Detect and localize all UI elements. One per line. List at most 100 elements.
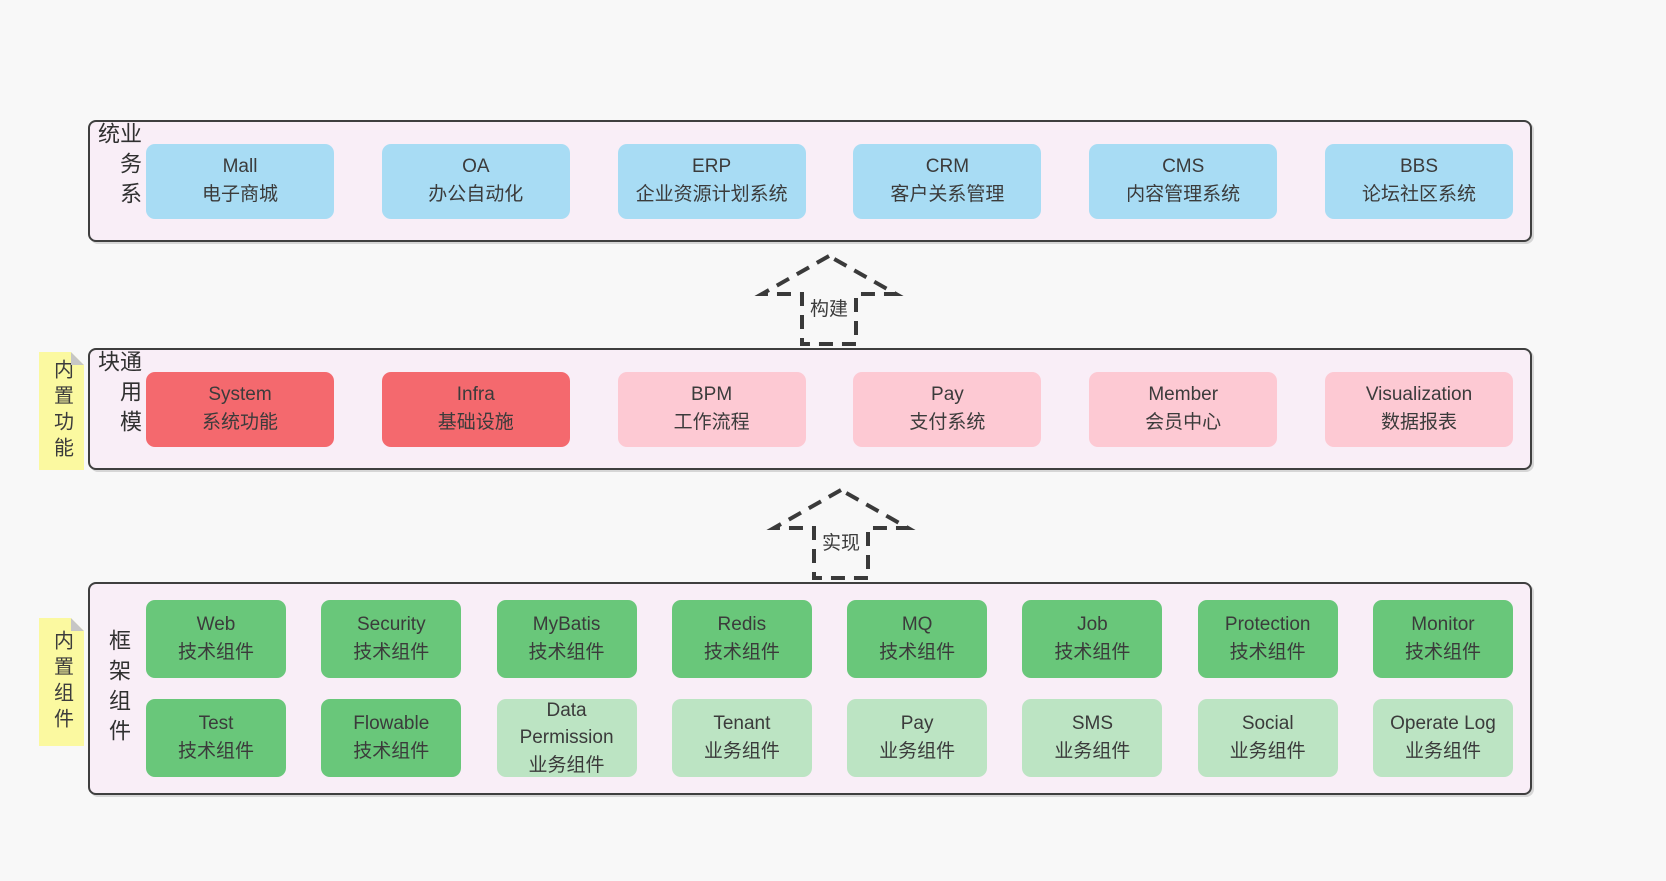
box-title: SMS [1071, 713, 1113, 735]
box-subtitle: 办公自动化 [428, 184, 524, 205]
box-title: BPM [691, 384, 733, 406]
module-row: Test 技术组件 Flowable 技术组件 Data Permission 业务组件 T… [146, 699, 1513, 777]
box-title: MyBatis [532, 614, 601, 636]
box-title: Web [196, 614, 236, 636]
dashed-up-arrow-icon [766, 487, 916, 580]
box-title: Flowable [353, 713, 430, 735]
box-member: Member 会员中心 [1089, 371, 1278, 447]
box-flowable: Flowable 技术组件 [321, 699, 462, 777]
box-title: Data Permission [519, 699, 614, 749]
box-system: System 系统功能 [146, 371, 334, 447]
box-subtitle: 工作流程 [673, 412, 750, 433]
box-pay: Pay 业务组件 [847, 699, 988, 777]
box-mybatis: MyBatis 技术组件 [496, 600, 637, 678]
box-subtitle: 业务组件 [528, 754, 605, 776]
box-title: Test [198, 713, 234, 735]
box-title: System [208, 384, 272, 406]
arrow-implement-label: 实现 [818, 528, 864, 555]
box-subtitle: 业务组件 [879, 741, 956, 762]
box-subtitle: 系统功能 [201, 412, 278, 433]
box-subtitle: 业务组件 [1054, 741, 1131, 762]
box-cms: CMS 内容管理系统 [1089, 143, 1278, 219]
box-test: Test 技术组件 [146, 699, 286, 777]
box-subtitle: 论坛社区系统 [1361, 184, 1476, 205]
box-subtitle: 技术组件 [703, 642, 780, 663]
box-subtitle: 数据报表 [1380, 412, 1457, 433]
layer-label-column: 框架组件 [90, 584, 146, 793]
box-title: BBS [1399, 156, 1438, 178]
box-subtitle: 内容管理系统 [1126, 184, 1241, 205]
arrow-implement: 实现 [766, 486, 916, 582]
arrow-build-label: 构建 [806, 294, 852, 321]
note-built-in-components: 内置组件 [39, 618, 84, 746]
box-subtitle: 技术组件 [1054, 642, 1131, 663]
box-subtitle: 基础设施 [437, 412, 514, 433]
box-subtitle: 业务组件 [703, 741, 780, 762]
layer-business-label: 业务系统 [95, 122, 142, 212]
box-operate-log: Operate Log 业务组件 [1372, 699, 1513, 777]
note-fold-corner-icon [71, 352, 84, 365]
box-subtitle: 业务组件 [1404, 741, 1481, 762]
box-title: OA [462, 156, 490, 178]
box-security: Security 技术组件 [321, 600, 462, 678]
dashed-up-arrow-icon [754, 253, 904, 346]
box-subtitle: 技术组件 [353, 642, 430, 663]
box-redis: Redis 技术组件 [671, 600, 812, 678]
box-title: CMS [1162, 156, 1205, 178]
box-title: MQ [901, 614, 933, 636]
box-mq: MQ 技术组件 [847, 600, 988, 678]
box-title: Infra [456, 384, 495, 406]
box-title: Operate Log [1390, 713, 1496, 735]
box-title: Security [356, 614, 426, 636]
layer-label-column: 通用模块 [90, 350, 146, 468]
box-data-permission: Data Permission 业务组件 [496, 699, 637, 777]
box-subtitle: 技术组件 [879, 642, 956, 663]
box-bbs: BBS 论坛社区系统 [1324, 143, 1513, 219]
layer-components-label: 框架组件 [106, 628, 131, 749]
box-title: Protection [1224, 614, 1311, 636]
arrow-build: 构建 [754, 252, 904, 348]
box-title: Monitor [1411, 614, 1475, 636]
box-subtitle: 技术组件 [528, 642, 605, 663]
box-title: Social [1241, 713, 1294, 735]
box-social: Social 业务组件 [1197, 699, 1338, 777]
box-title: Pay [900, 713, 934, 735]
note-fold-corner-icon [71, 618, 84, 631]
box-subtitle: 技术组件 [1404, 642, 1481, 663]
layer-modules-label: 通用模块 [95, 350, 142, 440]
note-built-in-features: 内置功能 [39, 352, 84, 470]
box-oa: OA 办公自动化 [381, 143, 570, 219]
box-title: Pay [931, 384, 964, 406]
box-title: Member [1148, 384, 1219, 406]
box-subtitle: 技术组件 [177, 741, 254, 762]
box-subtitle: 技术组件 [353, 741, 430, 762]
box-subtitle: 电子商城 [201, 184, 278, 205]
box-subtitle: 会员中心 [1145, 412, 1222, 433]
box-sms: SMS 业务组件 [1022, 699, 1163, 777]
box-title: Redis [717, 614, 767, 636]
box-infra: Infra 基础设施 [381, 371, 570, 447]
box-title: CRM [925, 156, 970, 178]
layer-label-column: 业务系统 [90, 122, 146, 240]
box-subtitle: 业务组件 [1229, 741, 1306, 762]
box-monitor: Monitor 技术组件 [1372, 600, 1513, 678]
box-bpm: BPM 工作流程 [617, 371, 806, 447]
box-title: ERP [692, 156, 732, 178]
box-title: Mall [222, 156, 258, 178]
